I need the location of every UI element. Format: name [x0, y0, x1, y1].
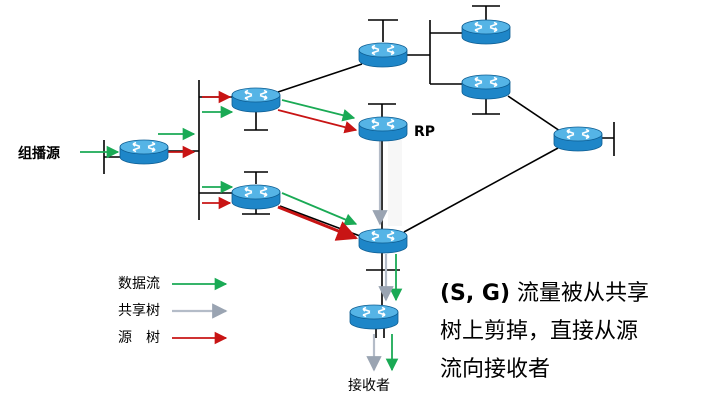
stub-lower — [242, 171, 270, 215]
source-tree-upper-rp — [277, 109, 358, 134]
link-upper-top — [277, 63, 363, 93]
recv-router — [349, 304, 399, 330]
caption: (S, G) 流量被从共享 树上剪掉，直接从源 流向接收者 — [440, 281, 649, 382]
rp-label: RP — [414, 124, 435, 140]
stub-tr1 — [472, 5, 500, 20]
source-tree-arrows — [160, 90, 358, 241]
data-flow-upper-rp — [281, 99, 356, 122]
link-right-mid — [403, 147, 559, 233]
caption-line-2: 树上剪掉，直接从源 — [440, 319, 638, 344]
legend-source-tree-label: 源 树 — [118, 330, 160, 346]
source-tree-lower-mid — [277, 205, 358, 241]
legend: 数据流 共享树 源 树 — [118, 276, 228, 346]
caption-line-1-rest: 流量被从共享 — [510, 281, 649, 306]
rp-router — [358, 116, 408, 142]
stub-recv — [375, 328, 385, 338]
data-flow-lower-mid — [281, 192, 358, 226]
shared-tree-band — [388, 140, 402, 226]
caption-line-1: (S, G) 流量被从共享 — [440, 281, 649, 306]
lower-left-router — [231, 184, 281, 210]
link-tr2-right — [507, 95, 561, 132]
top-right-router-1 — [461, 19, 511, 45]
stub-src — [103, 140, 122, 174]
source-label: 组播源 — [18, 145, 60, 162]
top-router — [358, 42, 408, 68]
stub-top — [368, 19, 398, 42]
src-router — [119, 139, 169, 165]
legend-shared-tree-label: 共享树 — [118, 302, 160, 319]
links — [146, 20, 561, 305]
data-flow-arrows — [80, 99, 403, 372]
shared-tree-arrows — [366, 140, 394, 372]
legend-data-flow-label: 数据流 — [118, 276, 160, 292]
receiver-label: 接收者 — [348, 377, 390, 394]
right-router — [553, 126, 603, 152]
upper-left-router — [231, 87, 281, 113]
caption-sg: (S, G) — [440, 281, 510, 306]
mid-router — [358, 228, 408, 254]
top-right-router-2 — [461, 74, 511, 100]
stub-rp — [368, 103, 396, 118]
caption-line-3: 流向接收者 — [440, 357, 550, 382]
